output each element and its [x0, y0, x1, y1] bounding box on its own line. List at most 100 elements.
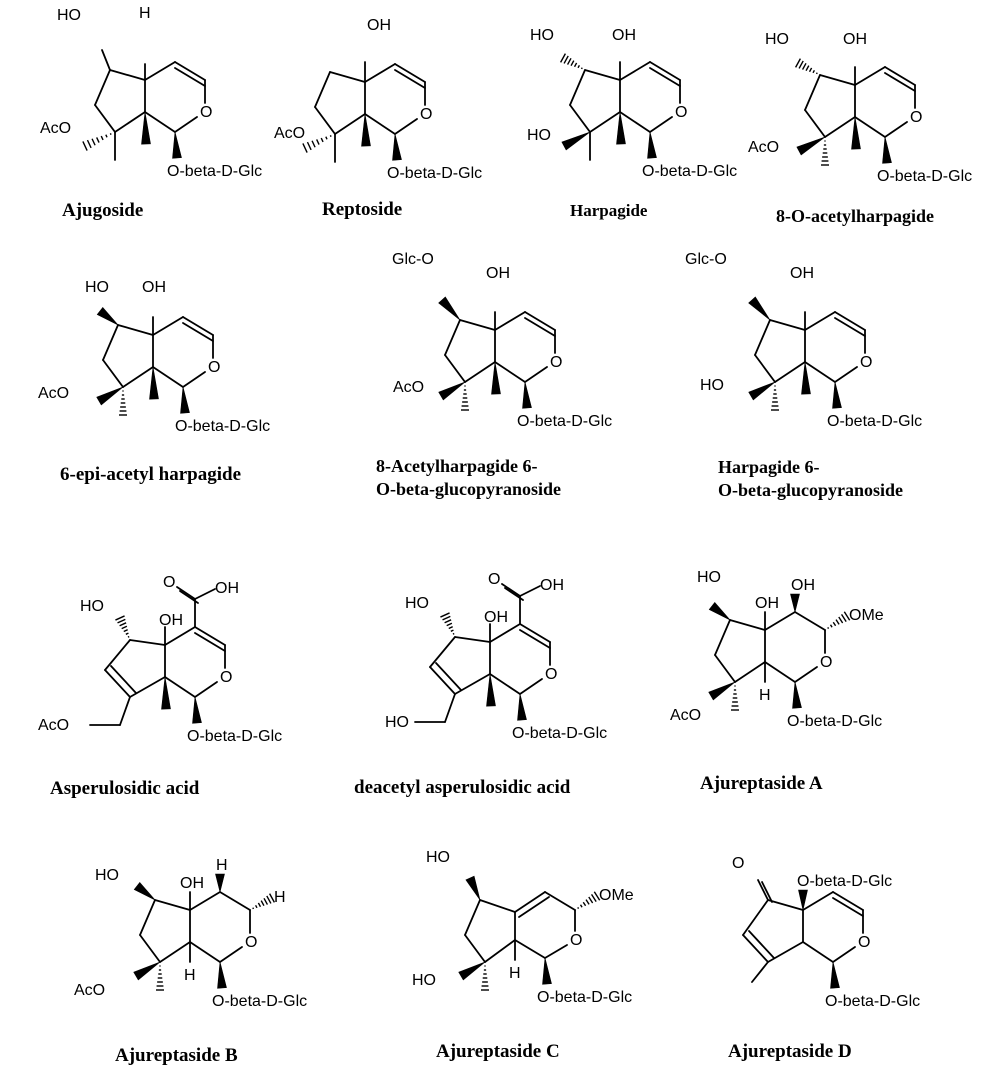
wedge-bond: [161, 676, 171, 710]
single-bond: [189, 891, 221, 911]
atom-label: O-beta-D-Glc: [797, 873, 892, 890]
single-bond: [619, 61, 651, 81]
hashed-bond: [577, 891, 601, 909]
wedge-bond: [217, 961, 227, 989]
atom-label: AcO: [74, 982, 105, 999]
wedge-bond: [133, 881, 156, 901]
hashed-bond: [481, 965, 489, 991]
atom-label: OH: [755, 595, 779, 612]
atom-label: O-beta-D-Glc: [212, 993, 307, 1010]
single-bond: [757, 879, 769, 901]
single-bond: [519, 629, 551, 649]
single-bond: [832, 946, 856, 963]
single-bond: [94, 69, 111, 106]
atom-label: OH: [142, 279, 166, 296]
single-bond: [174, 67, 206, 87]
wedge-bond: [491, 361, 501, 395]
atom-label: AcO: [38, 717, 69, 734]
compound-name-ajureptaside-d: Ajureptaside D: [728, 1041, 852, 1062]
atom-label: O-beta-D-Glc: [877, 168, 972, 185]
compound-name-8-acetylharpagide-6-o-glucoside-line1: 8-Acetylharpagide 6-: [376, 456, 538, 476]
single-bond: [804, 109, 826, 138]
single-bond: [794, 666, 818, 683]
wedge-bond: [830, 961, 840, 989]
atom-label: OH: [843, 31, 867, 48]
single-bond: [119, 696, 131, 726]
wedge-bond: [192, 696, 202, 724]
single-bond: [854, 66, 886, 86]
single-bond: [110, 665, 137, 694]
atom-label: AcO: [40, 120, 71, 137]
single-bond: [152, 316, 184, 336]
single-bond: [804, 361, 836, 383]
atom-label: O: [245, 934, 257, 951]
single-bond: [394, 63, 426, 83]
atom-label: H: [274, 889, 286, 906]
single-bond: [824, 116, 856, 138]
wedge-bond: [438, 381, 466, 401]
single-bond: [569, 69, 586, 106]
single-bond: [742, 934, 769, 963]
atom-label: H: [184, 967, 196, 984]
atom-label: OMe: [849, 607, 884, 624]
single-bond: [334, 113, 366, 135]
single-bond: [514, 891, 546, 913]
single-bond: [802, 941, 834, 963]
compound-name-reptoside: Reptoside: [322, 199, 403, 220]
wedge-bond: [486, 673, 496, 707]
single-bond: [104, 639, 131, 671]
single-bond: [122, 366, 154, 388]
single-bond: [649, 67, 681, 87]
wedge-bond: [517, 693, 527, 721]
hashed-bond: [252, 893, 276, 910]
single-bond: [748, 930, 775, 959]
atom-label: O-beta-D-Glc: [175, 418, 270, 435]
atom-label: HO: [426, 849, 450, 866]
single-bond: [804, 311, 836, 331]
atom-label: O: [220, 669, 232, 686]
single-bond: [219, 946, 243, 963]
single-bond: [164, 676, 196, 698]
wedge-bond: [96, 386, 124, 406]
single-bond: [524, 311, 556, 331]
wedge-bond: [465, 875, 481, 901]
single-bond: [182, 371, 206, 388]
single-bond: [101, 49, 111, 71]
atom-label: O-beta-D-Glc: [167, 163, 262, 180]
atom-label: O: [860, 354, 872, 371]
atom-label: OH: [791, 577, 815, 594]
atom-label: OH: [180, 875, 204, 892]
single-bond: [179, 590, 199, 604]
hashed-bond: [156, 965, 164, 991]
atom-label: O: [732, 855, 744, 872]
single-bond: [479, 899, 516, 913]
wedge-bond: [522, 381, 532, 409]
single-bond: [834, 366, 858, 383]
atom-label: Glc-O: [392, 251, 434, 268]
single-bond: [649, 116, 673, 133]
single-bond: [519, 585, 541, 597]
single-bond: [444, 354, 466, 383]
single-bond: [519, 678, 543, 695]
wedge-bond: [616, 111, 626, 145]
wedge-bond: [748, 296, 771, 321]
single-bond: [834, 317, 866, 337]
wedge-bond: [149, 366, 159, 400]
atom-label: Glc-O: [685, 251, 727, 268]
wedge-bond: [647, 131, 657, 159]
wedge-bond: [215, 873, 225, 893]
wedge-bond: [798, 889, 808, 911]
atom-label: O-beta-D-Glc: [825, 993, 920, 1010]
compound-name-ajugoside: Ajugoside: [62, 200, 144, 221]
compound-name-6-epi-acetyl-harpagide: 6-epi-acetyl harpagide: [60, 464, 242, 485]
hashed-bond: [731, 685, 739, 711]
single-bond: [819, 74, 856, 86]
single-bond: [754, 354, 776, 383]
atom-label: HO: [385, 714, 409, 731]
single-bond: [767, 941, 804, 963]
single-bond: [884, 66, 916, 86]
atom-label: H: [509, 965, 521, 982]
wedge-bond: [708, 681, 736, 701]
single-bond: [129, 639, 166, 646]
